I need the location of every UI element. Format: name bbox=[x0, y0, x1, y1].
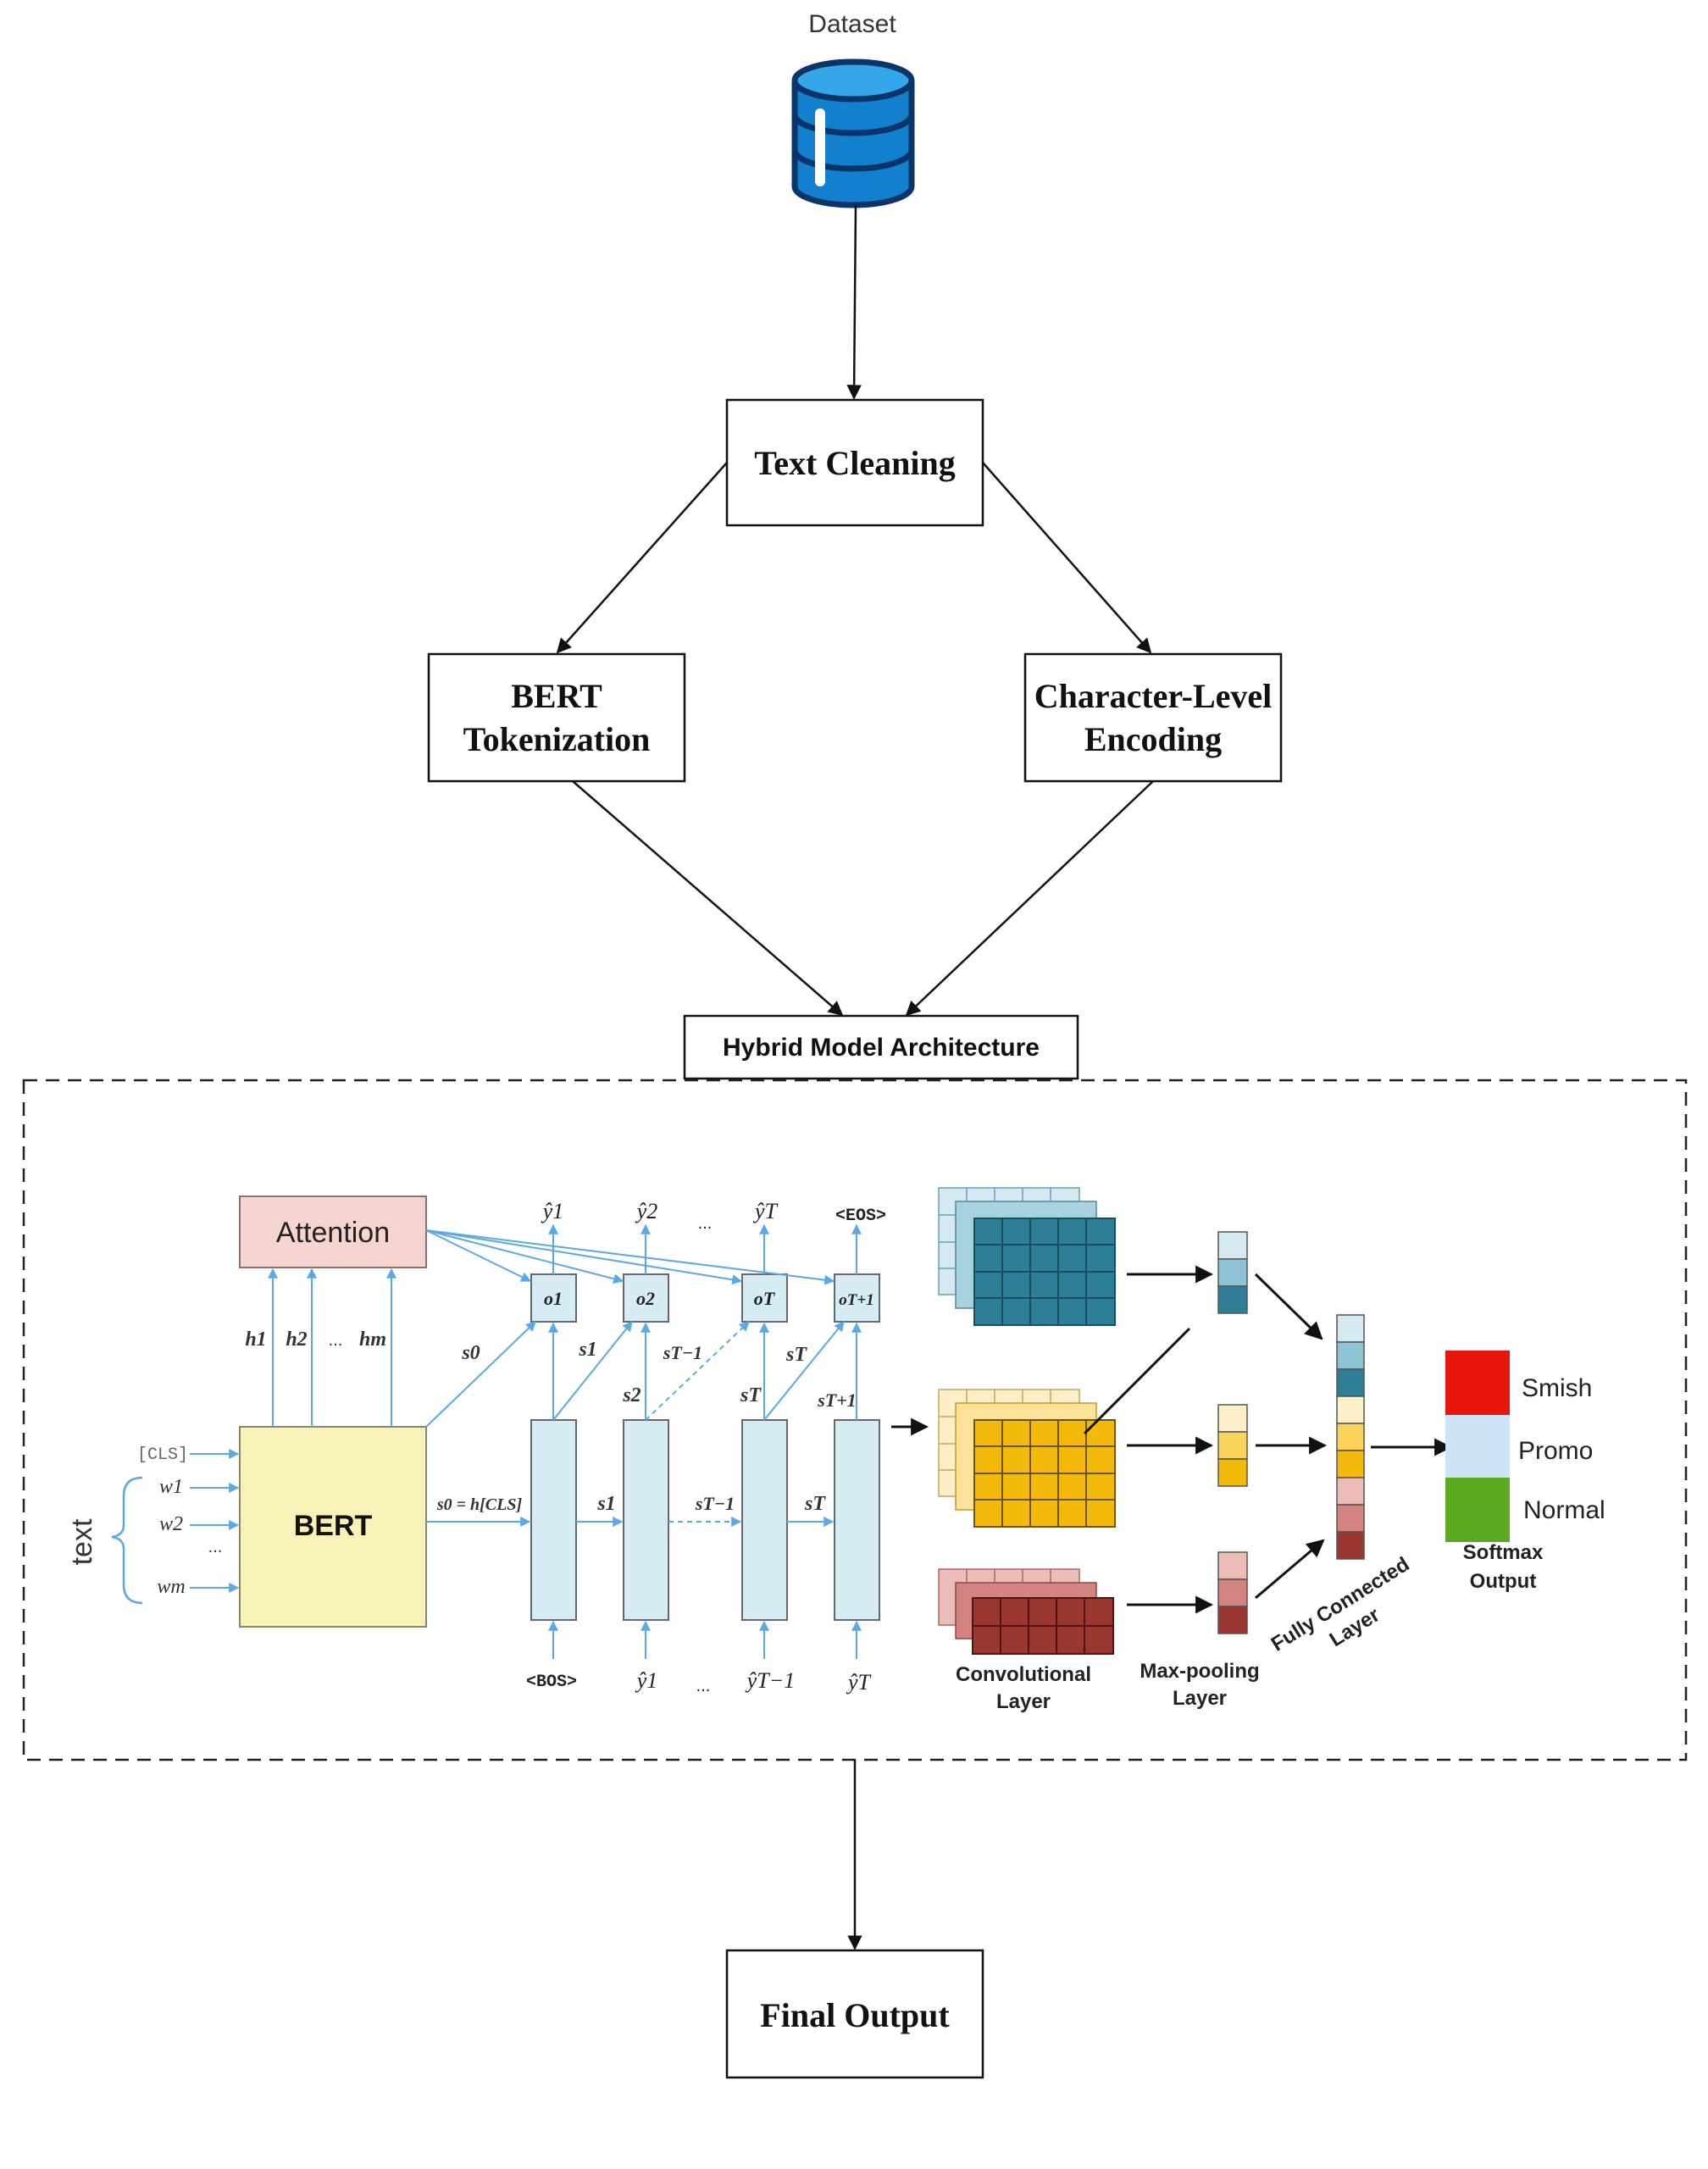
softmax-smish-bar bbox=[1445, 1351, 1510, 1415]
output-oT1-box bbox=[834, 1273, 880, 1323]
arrow-dataset-to-cleaning bbox=[846, 204, 862, 400]
output-oT: oT bbox=[754, 1288, 776, 1309]
input-w2: w2 bbox=[159, 1513, 183, 1535]
y-top-ellipsis: ... bbox=[698, 1214, 713, 1233]
state-label-sT-a: sT bbox=[740, 1384, 762, 1406]
state-s0-def: s0 = h[CLS] bbox=[436, 1495, 523, 1514]
pooled-vector-teal bbox=[1217, 1231, 1248, 1314]
y-top-T: ŷT bbox=[752, 1199, 779, 1223]
output-o2: o2 bbox=[636, 1288, 655, 1309]
state-label-sT1: sT+1 bbox=[817, 1390, 857, 1411]
char-encoding-box: Character-Level Encoding bbox=[1023, 652, 1283, 783]
bert-tokenization-line2: Tokenization bbox=[463, 720, 651, 758]
hidden-hm: hm bbox=[359, 1329, 386, 1351]
input-wm: wm bbox=[157, 1576, 185, 1598]
pooled-vector-yellow bbox=[1217, 1404, 1248, 1487]
output-o2-box bbox=[623, 1273, 669, 1323]
hidden-ellipsis: ... bbox=[329, 1331, 343, 1350]
softmax-label-2: Output bbox=[1470, 1570, 1537, 1593]
conv-feature-map-teal bbox=[938, 1187, 1116, 1326]
attention-box bbox=[239, 1195, 427, 1268]
state-label-sT-b: sT bbox=[785, 1344, 807, 1366]
softmax-normal-bar bbox=[1445, 1478, 1510, 1542]
y-top-eos: <EOS> bbox=[835, 1207, 886, 1226]
char-encoding-line1: Character-Level bbox=[1034, 677, 1273, 715]
output-oT-box bbox=[741, 1273, 788, 1323]
bert-tokenization-line1: BERT bbox=[511, 677, 602, 715]
bert-tokenization-box: BERT Tokenization bbox=[427, 652, 686, 783]
y-top-2: ŷ2 bbox=[635, 1199, 658, 1223]
y-bottom-1: ŷ1 bbox=[635, 1668, 658, 1693]
final-output-label: Final Output bbox=[760, 1996, 950, 2034]
text-input-label: text bbox=[66, 1518, 98, 1565]
hidden-h2: h2 bbox=[286, 1329, 307, 1351]
cnn-block: Smish Promo Normal Convolutional Layer M… bbox=[938, 1187, 1605, 1713]
softmax-promo-bar bbox=[1445, 1415, 1510, 1478]
output-o1-box bbox=[530, 1273, 577, 1323]
text-cleaning-box: Text Cleaning bbox=[725, 398, 984, 527]
input-ellipsis: ... bbox=[208, 1538, 223, 1556]
output-oT1: oT+1 bbox=[839, 1291, 873, 1309]
arrow-char-to-hybrid bbox=[905, 780, 1154, 1017]
state-label-sT-1: sT−1 bbox=[663, 1342, 702, 1363]
class-normal: Normal bbox=[1523, 1496, 1605, 1524]
conv-feature-map-yellow bbox=[938, 1389, 1116, 1528]
conv-feature-map-red bbox=[938, 1568, 1114, 1655]
bert-decoder-block: Attention BERT text [CLS] w1 w2 ... wm h… bbox=[66, 1195, 929, 1695]
fully-connected-vector bbox=[1336, 1314, 1365, 1560]
h-state-sT-1: sT−1 bbox=[695, 1493, 735, 1514]
cls-token-label: [CLS] bbox=[137, 1445, 188, 1465]
arrow-cleaning-to-bert bbox=[556, 462, 728, 654]
h-state-s1: s1 bbox=[596, 1493, 615, 1515]
bert-box bbox=[239, 1426, 427, 1628]
attention-label: Attention bbox=[276, 1217, 390, 1249]
state-s0: s0 bbox=[461, 1342, 480, 1364]
pooled-vector-red bbox=[1217, 1551, 1248, 1634]
h-state-sT: sT bbox=[804, 1493, 826, 1515]
state-label-s2: s2 bbox=[622, 1384, 640, 1406]
y-bottom-T: ŷT bbox=[846, 1670, 872, 1695]
class-smish: Smish bbox=[1522, 1374, 1592, 1402]
pool-layer-label-1: Max-pooling bbox=[1140, 1660, 1259, 1683]
hidden-h1: h1 bbox=[245, 1329, 266, 1351]
hybrid-model-box: Hybrid Model Architecture bbox=[683, 1014, 1079, 1080]
conv-layer-label-2: Layer bbox=[996, 1690, 1051, 1713]
decoder-cell-T1 bbox=[834, 1419, 880, 1621]
final-output-box: Final Output bbox=[725, 1949, 984, 2079]
output-o1: o1 bbox=[544, 1288, 563, 1309]
dataset-label: Dataset bbox=[808, 10, 896, 38]
softmax-label-1: Softmax bbox=[1463, 1541, 1544, 1564]
y-bottom-ellipsis: ... bbox=[696, 1677, 711, 1695]
conv-layer-label-1: Convolutional bbox=[956, 1663, 1091, 1686]
text-cleaning-label: Text Cleaning bbox=[754, 444, 955, 482]
y-bottom-bos: <BOS> bbox=[526, 1673, 577, 1692]
decoder-cell-1 bbox=[530, 1419, 577, 1621]
input-brace bbox=[111, 1476, 143, 1605]
arrow-cleaning-to-char bbox=[982, 462, 1152, 654]
decoder-cell-T bbox=[741, 1419, 788, 1621]
state-label-s1: s1 bbox=[578, 1339, 596, 1361]
hybrid-model-label: Hybrid Model Architecture bbox=[723, 1034, 1040, 1062]
softmax-output bbox=[1445, 1351, 1510, 1542]
pool-layer-label-2: Layer bbox=[1173, 1687, 1227, 1710]
char-encoding-line2: Encoding bbox=[1084, 720, 1222, 758]
decoder-cell-2 bbox=[623, 1419, 669, 1621]
arrow-bert-to-hybrid bbox=[572, 780, 844, 1017]
class-promo: Promo bbox=[1518, 1437, 1593, 1465]
y-top-1: ŷ1 bbox=[541, 1199, 564, 1223]
y-bottom-T-1: ŷT−1 bbox=[745, 1668, 796, 1693]
input-w1: w1 bbox=[159, 1476, 183, 1498]
database-icon bbox=[791, 58, 915, 208]
bert-label: BERT bbox=[294, 1510, 373, 1542]
